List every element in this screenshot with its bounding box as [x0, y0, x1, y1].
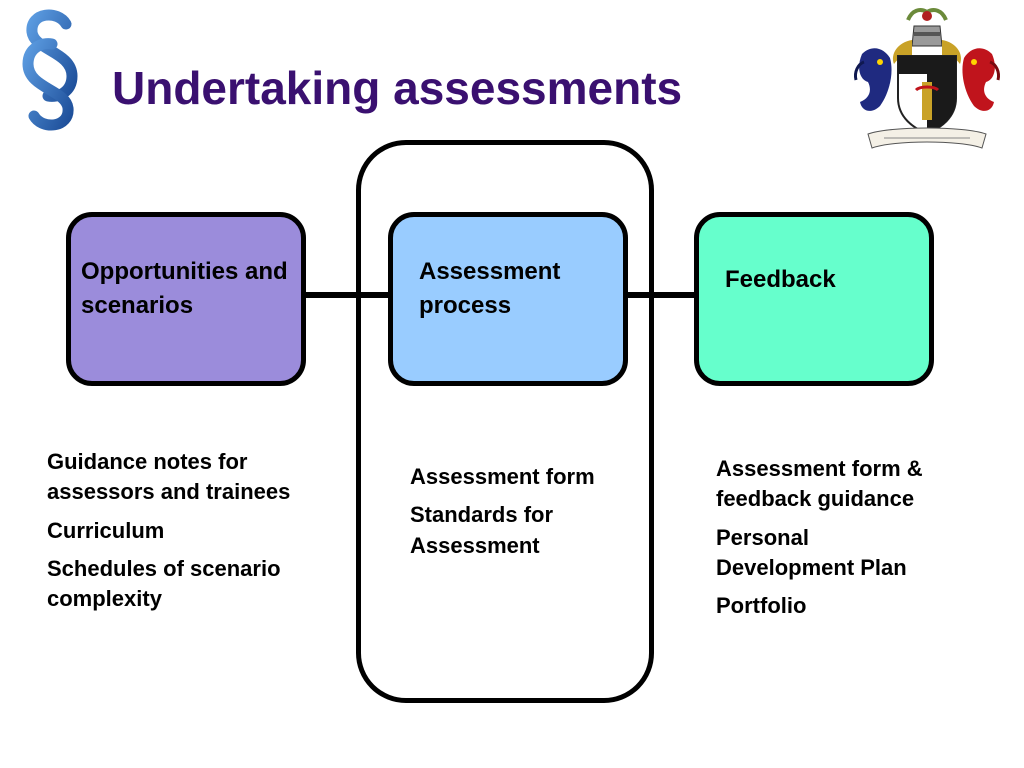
list-item: Portfolio — [716, 593, 807, 619]
opportunities-resources-list: Guidance notes for assessors and trainee… — [47, 447, 317, 623]
feedback-box: Feedback — [694, 212, 934, 386]
list-item: Guidance notes for assessors and trainee… — [47, 449, 291, 505]
list-item: Schedules of scenario complexity — [47, 556, 281, 612]
section-sign-logo-icon — [22, 9, 78, 131]
opportunities-box: Opportunities and scenarios — [66, 212, 306, 386]
assessment-process-label: Assessment process — [419, 258, 561, 319]
list-item: Standards for Assessment — [410, 502, 554, 558]
list-item: Assessment form & feedback guidance — [716, 456, 923, 512]
assessment-process-box: Assessment process — [388, 212, 628, 386]
coat-of-arms-icon — [850, 2, 1004, 160]
opportunities-label: Opportunities and scenarios — [81, 258, 288, 319]
list-item: Assessment form — [410, 464, 595, 489]
list-item: Personal Development Plan — [716, 524, 907, 581]
feedback-label: Feedback — [725, 266, 836, 293]
assessment-frame — [356, 140, 654, 703]
feedback-resources-list: Assessment form & feedback guidance Pers… — [716, 454, 936, 630]
list-item: Curriculum — [47, 517, 165, 543]
assessment-resources-list: Assessment form Standards for Assessment — [410, 462, 610, 569]
slide-title: Undertaking assessments — [112, 62, 683, 114]
